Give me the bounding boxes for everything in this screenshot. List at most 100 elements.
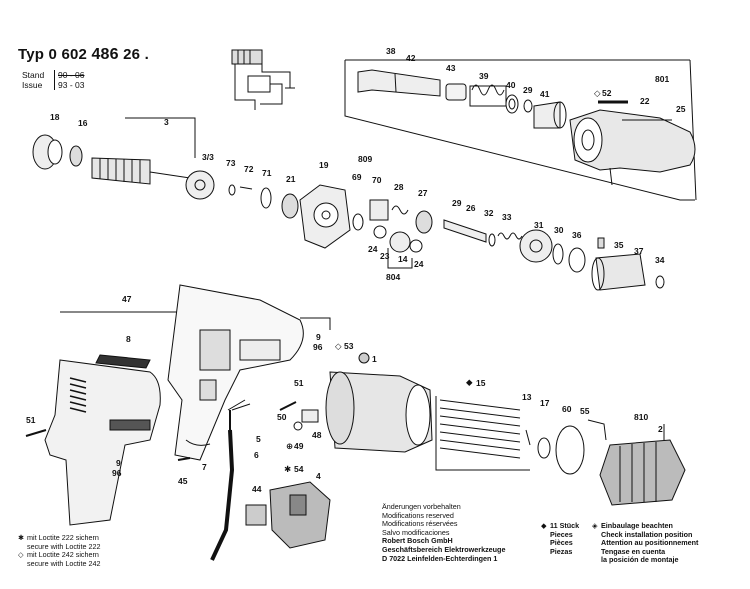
install-de: Einbaulage beachten: [601, 521, 673, 530]
part-label-17: 17: [540, 398, 550, 408]
gear-housing-801: [569, 109, 696, 186]
part-label-39: 39: [479, 71, 489, 81]
part-label-14: 14: [398, 254, 408, 264]
hollow-diamond-icon: ◈: [592, 521, 598, 530]
loctite-legend: ✱mit Loctite 222 sichern secure with Loc…: [18, 533, 101, 568]
part-label-15: 15: [476, 378, 486, 388]
armature-3: [91, 157, 191, 185]
loctite-222-en: secure with Loctite 222: [27, 541, 101, 551]
note-line-1: Änderungen vorbehalten: [382, 502, 461, 511]
typ-num1: 0 602: [48, 46, 88, 63]
part-label-19: 19: [319, 160, 329, 170]
part-label-29: 29: [523, 85, 533, 95]
part-label-9a: 9: [316, 332, 321, 342]
adjustable-marker-53: ◇: [335, 341, 342, 351]
part-label-54: 54: [294, 464, 304, 474]
part-label-42: 42: [406, 53, 416, 63]
part-label-53: 53: [344, 341, 354, 351]
part-label-23: 23: [380, 251, 390, 261]
part-label-44: 44: [252, 484, 262, 494]
part-label-33: 33: [502, 212, 512, 222]
typ-num2: 486: [91, 46, 119, 63]
adjustable-marker-52: ◇: [594, 88, 601, 98]
part-label-32: 32: [484, 208, 494, 218]
locktite-marker-54: ✱: [284, 464, 292, 474]
loctite-242-de: mit Loctite 242 sichern: [27, 550, 99, 560]
part-label-60: 60: [562, 404, 572, 414]
locktite-marker-49: ⊕: [286, 441, 294, 451]
power-cable: [210, 399, 251, 561]
part-label-69: 69: [352, 172, 362, 182]
part-label-801: 801: [655, 74, 670, 84]
part-label-37: 37: [634, 246, 644, 256]
loctite-222-de: mit Loctite 222 sichern: [27, 533, 99, 542]
part-label-3-3: 3/3: [202, 152, 214, 162]
install-es2: la posición de montaje: [601, 555, 679, 565]
company-name: Robert Bosch GmbH: [382, 536, 453, 546]
loctite-242-en: secure with Loctite 242: [27, 558, 101, 568]
part-label-36: 36: [572, 230, 582, 240]
rotor-2: [599, 439, 686, 506]
part-label-52: 52: [602, 88, 612, 98]
spindle-38: [357, 69, 441, 97]
pieces-en: Pieces: [550, 529, 573, 539]
part-label-8: 8: [126, 334, 131, 344]
note-line-3: Modifications réservées: [382, 519, 458, 529]
part-label-25: 25: [676, 104, 686, 114]
stand-label: Stand: [22, 70, 45, 80]
installation-legend: ◈Einbaulage beachten Check installation …: [592, 521, 699, 565]
part-label-31: 31: [534, 220, 544, 230]
switch-4: [269, 481, 331, 549]
part-label-18: 18: [50, 112, 60, 122]
part-label-13: 13: [522, 392, 532, 402]
part-label-26: 26: [466, 203, 476, 213]
part-label-9b: 9: [116, 458, 121, 468]
note-line-4: Salvo modificaciones: [382, 527, 450, 537]
part-label-35: 35: [614, 240, 624, 250]
part-label-809: 809: [358, 154, 373, 164]
housing-half-open: [167, 284, 304, 461]
pieces-fr: Pièces: [550, 538, 573, 548]
install-en: Check installation position: [601, 529, 693, 539]
housing-half-47: [44, 359, 161, 526]
part-label-73: 73: [226, 158, 236, 168]
pieces-de: 11 Stück: [550, 521, 580, 530]
filled-diamond-icon: ◆: [541, 521, 547, 530]
part-label-24b: 24: [414, 259, 424, 269]
part-label-7: 7: [202, 462, 207, 472]
part-label-1: 1: [372, 354, 377, 364]
part-label-804: 804: [386, 272, 401, 282]
part-label-16: 16: [78, 118, 88, 128]
part-label-4: 4: [316, 471, 321, 481]
part-label-96b: 96: [112, 468, 122, 478]
company-address: D 7022 Leinfelden-Echterdingen 1: [382, 553, 498, 563]
part-label-22: 22: [640, 96, 650, 106]
typ-label: Typ: [18, 46, 45, 63]
part-label-45: 45: [178, 476, 188, 486]
part-label-38: 38: [386, 46, 396, 56]
part-label-29b: 29: [452, 198, 462, 208]
clutch-41: [533, 101, 567, 129]
footer-notes: Änderungen vorbehalten Modifications res…: [382, 502, 505, 563]
bearing-cup-18: [32, 134, 63, 170]
part-label-51a: 51: [294, 378, 304, 388]
part-label-24a: 24: [368, 244, 378, 254]
part-label-55: 55: [580, 406, 590, 416]
gear-housing-frame: [344, 60, 695, 201]
wiring-schematic-inset: [231, 49, 295, 110]
diamond-outline-icon: ◇: [18, 550, 24, 560]
install-fr: Attention au positionnement: [601, 538, 699, 548]
sleeve-37: [591, 253, 646, 291]
part-label-96a: 96: [313, 342, 323, 352]
note-line-2: Modifications reserved: [382, 510, 454, 520]
part-label-34: 34: [655, 255, 665, 265]
asterisk-icon: ✱: [18, 533, 25, 542]
install-es1: Tengase en cuenta: [601, 546, 666, 556]
stand-value: 90 - 06: [54, 70, 84, 80]
part-label-43: 43: [446, 63, 456, 73]
spring-39: [469, 84, 507, 107]
type-number: Typ 0 602 486 26 .: [18, 46, 149, 64]
part-label-28: 28: [394, 182, 404, 192]
